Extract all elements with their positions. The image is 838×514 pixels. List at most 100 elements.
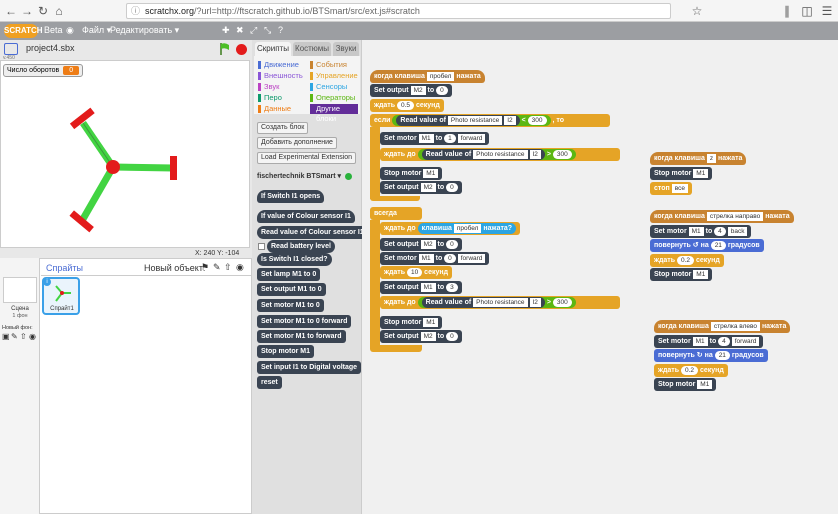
palette-block-set-output[interactable]: Set output M1 to 0 xyxy=(257,283,326,296)
bg-camera-icon[interactable]: ◉ xyxy=(29,332,36,341)
palette-block-set-motor[interactable]: Set motor M1 to 0 xyxy=(257,299,324,312)
category-motion[interactable]: Движение xyxy=(258,60,299,70)
reload-icon[interactable]: ↻ xyxy=(37,4,49,18)
create-block-button[interactable]: Создать блок xyxy=(257,122,309,134)
set-motor-m1-four-back-block[interactable]: Set motor M1 to 4 back xyxy=(650,225,752,238)
library-icon[interactable]: ∥ xyxy=(784,4,790,18)
palette-block-set-lamp[interactable]: Set lamp M1 to 0 xyxy=(257,268,321,281)
palette-block-if-switch[interactable]: If Switch I1 opens xyxy=(257,190,325,203)
set-motor-m1-four-forward-block[interactable]: Set motor M1 to 4 forward xyxy=(654,335,764,348)
bg-upload-icon[interactable]: ⇧ xyxy=(20,332,27,341)
category-data[interactable]: Данные xyxy=(258,104,291,114)
tab-scripts[interactable]: Скрипты xyxy=(255,42,291,56)
stop-all-block[interactable]: стоп все xyxy=(650,182,692,195)
bookmark-icon[interactable]: ☆ xyxy=(691,4,703,18)
when-space-pressed-block[interactable]: когда клавиша пробел нажата xyxy=(370,70,485,83)
load-extension-button[interactable]: Load Experimental Extension xyxy=(257,152,357,164)
set-output-m1-three-block[interactable]: Set output M1 to 3 xyxy=(380,281,462,294)
stop-motor-m1-block[interactable]: Stop motor M1 xyxy=(380,167,443,180)
lt-operator[interactable]: Read value of Photo resistance I2 < 300 xyxy=(392,115,551,126)
wait-until-gt-block[interactable]: ждать до Read value of Photo resistance … xyxy=(380,148,620,161)
presentation-mode-icon[interactable] xyxy=(4,43,18,55)
wait-until-gt-block-2[interactable]: ждать до Read value of Photo resistance … xyxy=(380,296,620,309)
project-title[interactable]: project4.sbx xyxy=(26,43,75,53)
category-sound[interactable]: Звук xyxy=(258,82,279,92)
edit-menu[interactable]: Редактировать ▾ xyxy=(110,25,180,35)
info-icon[interactable]: i xyxy=(43,278,51,286)
set-motor-m1-forward-block[interactable]: Set motor M1 to 1 forward xyxy=(380,132,490,145)
set-output-m2-zero-block-3[interactable]: Set output M2 to 0 xyxy=(380,330,462,343)
extension-name[interactable]: fischertechnik BTSmart ▾ xyxy=(257,173,342,180)
url-bar[interactable]: ⓘ scratchx.org/?url=http://ftscratch.git… xyxy=(126,3,671,19)
shrink-icon[interactable]: ⤡ xyxy=(264,25,272,35)
turn-cw-block[interactable]: повернуть ↻ на 21 градусов xyxy=(654,349,768,362)
category-more-blocks[interactable]: Другие блоки xyxy=(310,104,358,123)
upload-icon[interactable]: ⇧ xyxy=(224,262,232,272)
wait-half-block[interactable]: ждать 0.5 секунд xyxy=(370,99,444,112)
grow-icon[interactable]: ⤢ xyxy=(250,25,258,35)
sidebar-icon[interactable]: ◫ xyxy=(801,4,813,18)
stop-motor-m1-block-2[interactable]: Stop motor M1 xyxy=(380,316,443,329)
camera-icon[interactable]: ◉ xyxy=(236,262,244,272)
wait-ten-block[interactable]: ждать 10 секунд xyxy=(380,266,453,279)
palette-block-set-input[interactable]: Set input I1 to Digital voltage xyxy=(257,361,362,374)
palette-block-set-motor-forward[interactable]: Set motor M1 to 0 forward xyxy=(257,315,352,328)
tab-sounds[interactable]: Звуки xyxy=(333,42,359,56)
menu-icon[interactable]: ☰ xyxy=(821,4,833,18)
palette-block-read-value[interactable]: Read value of Colour sensor I1 xyxy=(257,226,368,239)
bg-paint-icon[interactable]: ✎ xyxy=(11,332,18,341)
duplicate-icon[interactable]: ✚ xyxy=(222,25,230,35)
battery-checkbox[interactable] xyxy=(258,243,265,250)
stop-icon[interactable] xyxy=(236,44,247,55)
when-right-pressed-block[interactable]: когда клавиша стрелка направо нажата xyxy=(650,210,794,223)
when-z-pressed-block[interactable]: когда клавиша z нажата xyxy=(650,152,747,165)
category-operators[interactable]: Операторы xyxy=(310,93,355,103)
palette-block-set-motor-dir[interactable]: Set motor M1 to forward xyxy=(257,330,346,343)
wait-until-key-block[interactable]: ждать до клавиша пробел нажата? xyxy=(380,222,521,235)
forward-icon[interactable]: → xyxy=(21,4,33,18)
paint-icon[interactable]: ✎ xyxy=(213,262,221,272)
sprite-library-icon[interactable]: ⚑ xyxy=(201,262,210,272)
sprite1-thumbnail[interactable]: i Спрайт1 xyxy=(42,277,80,315)
wait-02-block-2[interactable]: ждать 0.2 секунд xyxy=(654,364,728,377)
set-output-m2-zero-block-2[interactable]: Set output M2 to 0 xyxy=(380,238,462,251)
back-icon[interactable]: ← xyxy=(5,4,17,18)
home-icon[interactable]: ⌂ xyxy=(55,4,63,18)
palette-block-is-switch[interactable]: Is Switch I1 closed? xyxy=(257,253,332,266)
tab-costumes[interactable]: Костюмы xyxy=(293,42,331,56)
wait-02-block[interactable]: ждать 0.2 секунд xyxy=(650,254,724,267)
category-events[interactable]: События xyxy=(310,60,347,70)
palette-block-battery[interactable]: Read battery level xyxy=(267,240,335,253)
set-output-m2-zero-block[interactable]: Set output M2 to 0 xyxy=(380,181,462,194)
if-block[interactable]: если Read value of Photo resistance I2 <… xyxy=(370,114,610,127)
stop-motor-m1-block-4[interactable]: Stop motor M1 xyxy=(650,268,713,281)
category-looks[interactable]: Внешность xyxy=(258,71,303,81)
delete-icon[interactable]: ✖ xyxy=(236,25,244,35)
stop-motor-m1-block-3[interactable]: Stop motor M1 xyxy=(650,167,713,180)
script-area[interactable]: когда клавиша пробел нажата Set output M… xyxy=(362,40,838,514)
file-menu[interactable]: Файл ▾ xyxy=(82,25,112,35)
when-left-pressed-block[interactable]: когда клавиша стрелка влево нажата xyxy=(654,320,791,333)
propeller-sprite[interactable] xyxy=(61,101,191,241)
globe-icon[interactable]: ◉ xyxy=(66,25,74,35)
green-flag-icon[interactable] xyxy=(220,43,230,55)
turn-ccw-block[interactable]: повернуть ↺ на 21 градусов xyxy=(650,239,764,252)
help-icon[interactable]: ? xyxy=(278,25,284,35)
info-icon[interactable]: ⓘ xyxy=(131,6,141,16)
scratch-logo[interactable]: SCRATCH xyxy=(4,24,43,38)
scene-thumbnail[interactable] xyxy=(3,277,37,303)
category-sensing[interactable]: Сенсоры xyxy=(310,82,347,92)
stop-motor-m1-block-5[interactable]: Stop motor M1 xyxy=(654,378,717,391)
bg-library-icon[interactable]: ▣ xyxy=(2,332,10,341)
set-motor-m1-zero-forward-block[interactable]: Set motor M1 to 0 forward xyxy=(380,252,490,265)
palette-block-reset[interactable]: reset xyxy=(257,376,282,389)
category-control[interactable]: Управление xyxy=(310,71,358,81)
add-extension-button[interactable]: Добавить дополнение xyxy=(257,137,337,149)
set-output-m2-block[interactable]: Set output M2 to 0 xyxy=(370,84,452,97)
palette-block-stop-motor[interactable]: Stop motor M1 xyxy=(257,345,314,358)
palette-block-if-value[interactable]: If value of Colour sensor I1 xyxy=(257,210,355,223)
forever-block[interactable]: всегда xyxy=(370,207,422,220)
category-pen[interactable]: Перо xyxy=(258,93,282,103)
